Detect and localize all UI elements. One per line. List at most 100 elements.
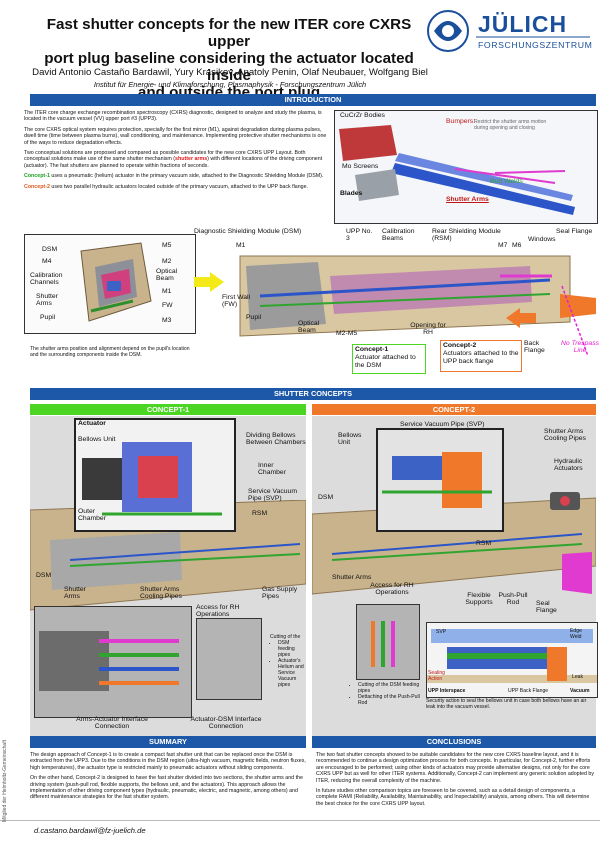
label-c2-cooling: Shutter Arms Cooling Pipes bbox=[544, 428, 586, 443]
dsm-render-icon bbox=[80, 242, 152, 322]
label-shutter-arms: Shutter Arms bbox=[36, 293, 58, 308]
security-render-icon bbox=[427, 629, 597, 683]
label-outer-chamber: Outer Chamber bbox=[78, 508, 106, 523]
contact-email[interactable]: d.castano.bardawil@fz-juelich.de bbox=[34, 826, 146, 835]
label-calibration-channels: Calibration Channels bbox=[30, 272, 63, 287]
c1-access-figure bbox=[196, 618, 262, 700]
label-inner-chamber: Inner Chamber bbox=[258, 462, 286, 477]
concept2-header: CONCEPT-2 bbox=[312, 404, 596, 415]
c1-interface-render-icon bbox=[39, 631, 179, 691]
label-svp-short: SVP bbox=[436, 629, 447, 635]
intro-figure-caption: The shutter arms position and alignment … bbox=[30, 346, 190, 358]
label-m2-m5: M2-M5 bbox=[336, 330, 358, 337]
security-figure bbox=[426, 622, 598, 698]
label-dsm-module: Diagnostic Shielding Module (DSM) bbox=[194, 228, 302, 235]
actuator-render-icon bbox=[82, 442, 222, 516]
label-actuator: Actuator bbox=[78, 420, 106, 427]
label-seal-flange: Seal Flange bbox=[556, 228, 593, 235]
label-sealing-action: Sealing Action bbox=[428, 670, 445, 682]
c2-access-render-icon bbox=[371, 621, 395, 667]
label-blades: Blades bbox=[340, 190, 363, 197]
label-c1-rsm: RSM bbox=[252, 510, 268, 517]
label-c2-dsm: DSM bbox=[318, 494, 334, 501]
label-m5: M5 bbox=[162, 242, 172, 249]
c2-access-figure bbox=[356, 604, 420, 680]
c2-bellows-render-icon bbox=[382, 452, 492, 508]
label-m7: M7 bbox=[498, 242, 508, 249]
label-rsm: Rear Shielding Module (RSM) bbox=[432, 228, 501, 243]
shutter-arms-figure bbox=[334, 110, 598, 224]
authors: David Antonio Castaño Bardawil, Yury Kra… bbox=[32, 67, 428, 78]
label-edge-weld: Edge Weld bbox=[570, 628, 582, 640]
label-port-m1: M1 bbox=[236, 242, 246, 249]
label-flexible: Flexible Supports bbox=[465, 592, 493, 607]
actuator-figure bbox=[74, 418, 236, 532]
label-windows: Windows bbox=[528, 236, 556, 243]
shutter-arms-render-icon bbox=[339, 125, 575, 215]
label-c1-shutter-arms: Shutter Arms bbox=[64, 586, 86, 601]
port-plug-render-icon bbox=[239, 255, 596, 357]
label-opening-rh: Opening for RH bbox=[410, 322, 446, 337]
label-m3: M3 bbox=[162, 317, 172, 324]
label-optical-beam: Optical Beam bbox=[156, 268, 178, 283]
shutter-arms-highlight: shutter arms bbox=[175, 156, 208, 163]
label-port-pupil: Pupil bbox=[246, 314, 262, 321]
c1-interface-figure bbox=[34, 606, 192, 718]
label-c1-bellows: Bellows Unit bbox=[78, 436, 116, 443]
label-c1-svp: Service Vacuum Pipe (SVP) bbox=[248, 488, 297, 503]
dsm-figure bbox=[24, 234, 196, 334]
label-c1-access: Access for RH Operations bbox=[196, 604, 240, 619]
label-fw: FW bbox=[162, 302, 173, 309]
conclusions-text: The two fast shutter concepts showed to … bbox=[316, 752, 595, 807]
label-c2-shutter-arms: Shutter Arms bbox=[332, 574, 372, 581]
concept1-box: Concept-1 Actuator attached to the DSM bbox=[352, 344, 426, 374]
label-upp-interspace: UPP Interspace bbox=[428, 688, 466, 694]
label-dividing-bellows: Dividing Bellows Between Chambers bbox=[246, 432, 306, 447]
label-calibration-beams: Calibration Beams bbox=[382, 228, 415, 243]
institute: Institut für Energie- und Klimaforschung… bbox=[93, 80, 367, 89]
label-m4: M4 bbox=[42, 258, 52, 265]
hydraulic-actuator-icon bbox=[550, 492, 580, 510]
label-c1-dsm: DSM bbox=[36, 572, 52, 579]
label-back-flange: Back Flange bbox=[524, 340, 545, 355]
label-upp-back-flange: UPP Back Flange bbox=[508, 688, 549, 694]
helmholtz-sidebar: Mitglied der Helmholtz-Gemeinschaft bbox=[2, 740, 8, 822]
label-first-wall: First Wall (FW) bbox=[222, 294, 251, 309]
c2-cutting-caption: Cutting of the DSM feeding pipes Dettach… bbox=[350, 682, 422, 706]
label-no-trespass: No Trespass Line bbox=[560, 340, 600, 355]
c2-bellows-figure bbox=[376, 428, 504, 532]
label-c2-access: Access for RH Operations bbox=[370, 582, 414, 597]
juelich-logo-icon bbox=[427, 10, 590, 52]
security-caption: Security action to seal the bellows unit… bbox=[426, 698, 587, 710]
orange-arrow-icon bbox=[506, 308, 536, 328]
summary-text: The design approach of Concept-1 is to c… bbox=[30, 752, 306, 801]
intro-text: The ITER core charge exchange recombinat… bbox=[24, 110, 327, 190]
section-summary: SUMMARY bbox=[30, 736, 306, 748]
section-shutter-concepts: SHUTTER CONCEPTS bbox=[30, 388, 596, 400]
label-port-optical-beam: Optical Beam bbox=[298, 320, 320, 335]
label-leak: Leak bbox=[572, 674, 584, 680]
label-c2-svp: Service Vacuum Pipe (SVP) bbox=[400, 421, 485, 428]
label-c1-cooling: Shutter Arms Cooling Pipes bbox=[140, 586, 182, 601]
concept2-box: Concept-2 Actuators attached to the UPP … bbox=[440, 340, 522, 372]
concept1-header: CONCEPT-1 bbox=[30, 404, 306, 415]
label-c2-seal-flange: Seal Flange bbox=[536, 600, 557, 615]
logo-word: JÜLICH bbox=[478, 11, 568, 37]
label-arms-actuator-if: Arms-Actuator Interface Connection bbox=[76, 716, 148, 731]
label-pupil: Pupil bbox=[40, 314, 56, 321]
label-shutter-arms-red: Shutter Arms bbox=[446, 196, 489, 203]
logo-subtitle: FORSCHUNGSZENTRUM bbox=[478, 40, 593, 50]
label-vacuum: Vacuum bbox=[570, 688, 590, 694]
yellow-arrow-icon bbox=[194, 272, 224, 292]
label-hydraulic: Hydraulic Actuators bbox=[554, 458, 583, 473]
label-m1: M1 bbox=[162, 288, 172, 295]
label-m6: M6 bbox=[512, 242, 522, 249]
section-introduction: INTRODUCTION bbox=[30, 94, 596, 106]
poster-title: Fast shutter concepts for the new ITER c… bbox=[44, 16, 414, 101]
label-bumpers-desc: Restrict the shutter arms motion during … bbox=[474, 119, 547, 131]
label-m2: M2 bbox=[162, 258, 172, 265]
label-actuator-dsm-if: Actuator-DSM Interface Connection bbox=[190, 716, 262, 731]
label-bumpers: Bumpers: bbox=[446, 118, 476, 125]
label-c2-rsm: RSM bbox=[476, 540, 492, 547]
footer-divider bbox=[0, 820, 600, 821]
